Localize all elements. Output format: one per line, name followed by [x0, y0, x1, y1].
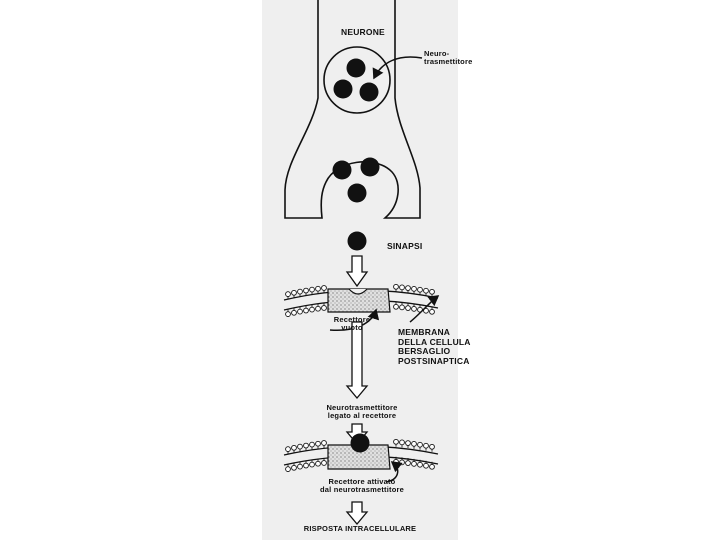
- phospholipid-head: [304, 443, 309, 448]
- released-molecule: [348, 232, 367, 251]
- phospholipid-head: [424, 443, 429, 448]
- phospholipid-head: [412, 461, 417, 466]
- synaptic-vesicle: [324, 47, 390, 113]
- activated-receptor-label: Recettore attivato dal neurotrasmettitor…: [306, 478, 418, 495]
- phospholipid-head: [292, 445, 297, 450]
- vesicle-molecule: [334, 80, 353, 99]
- phospholipid-head: [310, 307, 315, 312]
- phospholipid-head: [286, 292, 291, 297]
- phospholipid-head: [310, 287, 315, 292]
- phospholipid-head: [430, 444, 435, 449]
- response-label: RISPOSTA INTRACELLULARE: [290, 525, 430, 533]
- phospholipid-head: [418, 462, 423, 467]
- phospholipid-head: [316, 286, 321, 291]
- terminal-molecule: [348, 184, 367, 203]
- phospholipid-head: [298, 464, 303, 469]
- phospholipid-head: [310, 462, 315, 467]
- flow-arrow: [347, 502, 367, 524]
- phospholipid-head: [406, 441, 411, 446]
- phospholipid-head: [310, 442, 315, 447]
- phospholipid-head: [304, 288, 309, 293]
- phospholipid-head: [424, 288, 429, 293]
- phospholipid-head: [394, 304, 399, 309]
- phospholipid-head: [292, 290, 297, 295]
- phospholipid-head: [286, 467, 291, 472]
- phospholipid-head: [394, 439, 399, 444]
- bound-receptor-label: Neurotrasmettitore legato al recettore: [310, 404, 414, 421]
- phospholipid-head: [304, 308, 309, 313]
- phospholipid-head: [406, 306, 411, 311]
- phospholipid-head: [292, 465, 297, 470]
- phospholipid-head: [418, 442, 423, 447]
- flow-arrow: [347, 256, 367, 286]
- phospholipid-head: [424, 463, 429, 468]
- phospholipid-head: [316, 461, 321, 466]
- vesicle-molecule: [347, 59, 366, 78]
- terminal-molecule: [333, 161, 352, 180]
- neurotransmitter-label: Neuro- trasmettitore: [424, 50, 472, 67]
- phospholipid-head: [316, 306, 321, 311]
- neuron-label: NEURONE: [341, 28, 385, 38]
- synapse-label: SINAPSI: [387, 242, 422, 252]
- flow-arrow: [347, 322, 367, 398]
- phospholipid-head: [400, 305, 405, 310]
- membrane-top: [284, 284, 438, 316]
- phospholipid-head: [298, 444, 303, 449]
- membrane-label: MEMBRANA DELLA CELLULA BERSAGLIO POSTSIN…: [398, 328, 471, 366]
- phospholipid-head: [400, 440, 405, 445]
- phospholipid-head: [322, 461, 327, 466]
- phospholipid-head: [418, 287, 423, 292]
- phospholipid-head: [430, 289, 435, 294]
- phospholipid-head: [304, 463, 309, 468]
- neurotransmitter-pointer: [374, 57, 422, 78]
- phospholipid-head: [286, 447, 291, 452]
- empty-receptor-label: Recettore vuoto: [330, 316, 374, 333]
- bound-molecule: [351, 434, 370, 453]
- phospholipid-head: [322, 441, 327, 446]
- phospholipid-head: [400, 285, 405, 290]
- phospholipid-head: [298, 289, 303, 294]
- phospholipid-head: [322, 306, 327, 311]
- phospholipid-head: [394, 284, 399, 289]
- membrane-bottom: [284, 434, 438, 472]
- vesicle-molecule: [360, 83, 379, 102]
- terminal-molecule: [361, 158, 380, 177]
- phospholipid-head: [430, 464, 435, 469]
- phospholipid-head: [322, 286, 327, 291]
- phospholipid-head: [316, 441, 321, 446]
- phospholipid-head: [286, 312, 291, 317]
- phospholipid-head: [292, 310, 297, 315]
- phospholipid-head: [412, 441, 417, 446]
- phospholipid-head: [406, 286, 411, 291]
- phospholipid-head: [400, 460, 405, 465]
- phospholipid-head: [430, 309, 435, 314]
- phospholipid-head: [412, 306, 417, 311]
- phospholipid-head: [406, 461, 411, 466]
- phospholipid-head: [298, 309, 303, 314]
- phospholipid-head: [412, 286, 417, 291]
